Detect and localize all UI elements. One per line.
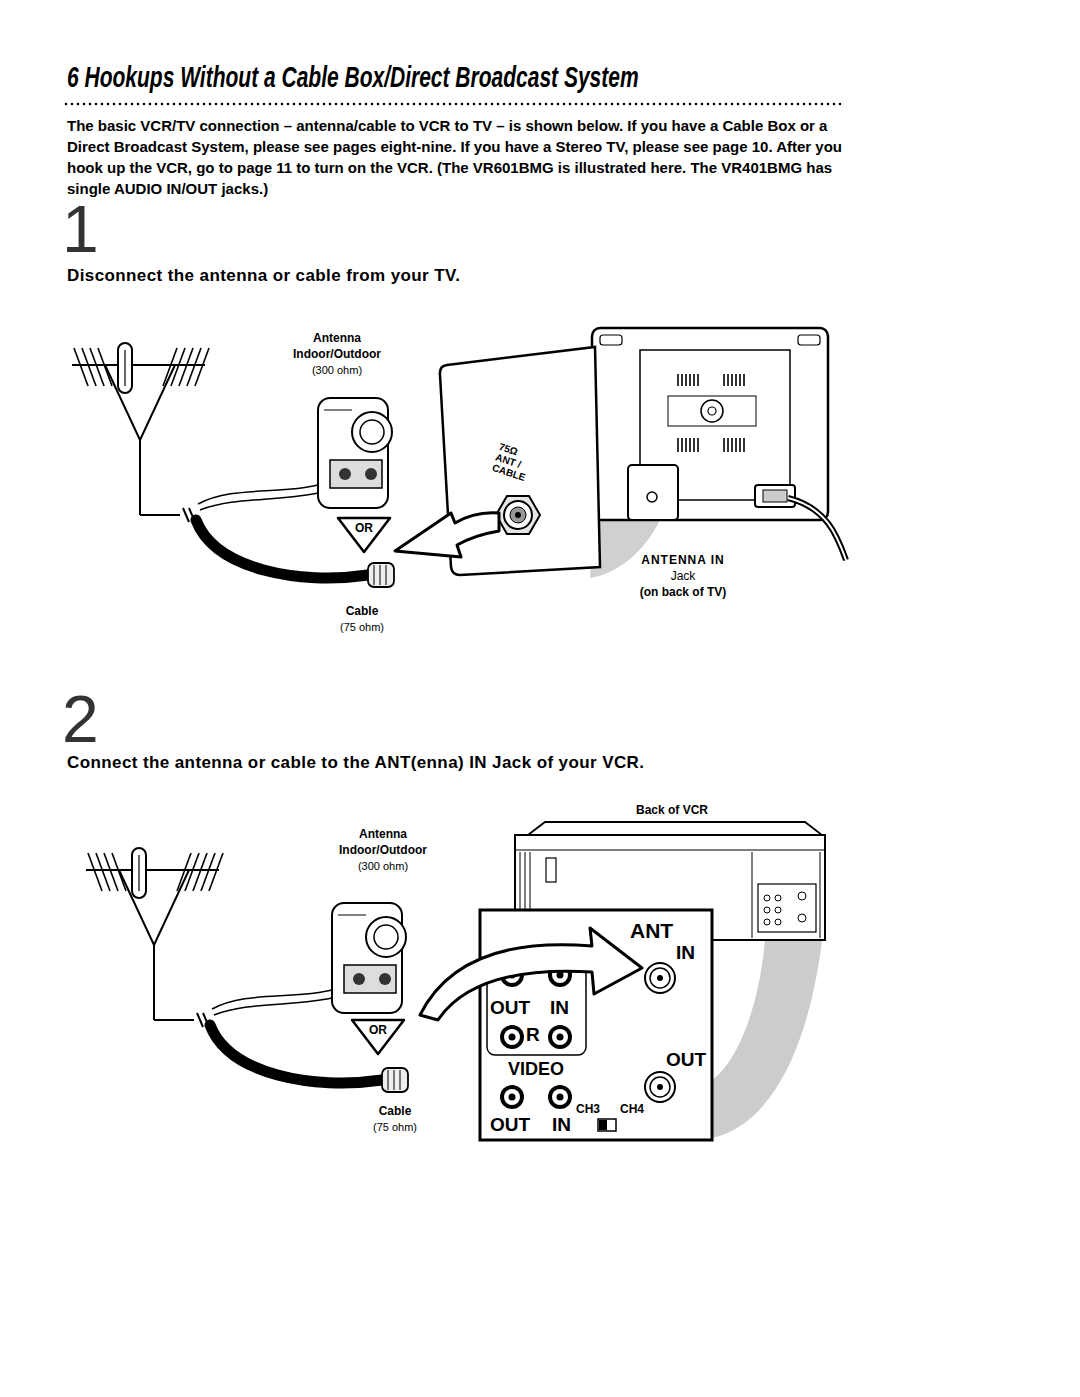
impedance-label: (75 ohm) xyxy=(315,1121,475,1134)
jack-pin xyxy=(515,512,521,518)
impedance-label: (75 ohm) xyxy=(282,621,442,634)
jack-label: IN xyxy=(552,1115,576,1136)
part-label: Indoor/Outdoor xyxy=(303,843,463,857)
jack-core xyxy=(510,507,526,523)
or-badge: OR xyxy=(350,1018,406,1056)
jack-label: VIDEO xyxy=(508,1060,580,1080)
impedance-label: (300 ohm) xyxy=(257,364,417,377)
tv-back xyxy=(592,328,828,520)
jack-label: ANT xyxy=(630,919,680,942)
jack-label: OUT xyxy=(490,1115,536,1136)
rca-jack xyxy=(548,1085,572,1109)
coax-jack xyxy=(645,963,675,993)
intro-text: The basic VCR/TV connection – antenna/ca… xyxy=(67,115,847,199)
jack-label: (on back of TV) xyxy=(593,585,773,599)
jack-label: IN xyxy=(676,943,700,964)
power-cord xyxy=(788,498,846,560)
or-label: OR xyxy=(350,1024,406,1037)
impedance-label: (300 ohm) xyxy=(303,860,463,873)
jack-ring xyxy=(504,501,532,529)
jack-label: R xyxy=(526,1025,544,1046)
rca-jack xyxy=(500,1085,524,1109)
vcr-jack-panel: ANTINOUTINROUTVIDEOOUTINCH3CH4 xyxy=(480,910,712,1140)
coax-jack xyxy=(645,1072,675,1102)
hex-nut xyxy=(496,496,540,534)
part-label: Cable xyxy=(282,604,442,618)
rca-jack xyxy=(548,1025,572,1049)
antenna-set xyxy=(86,848,408,1092)
step-number: 2 xyxy=(62,686,142,752)
jack-label: OUT xyxy=(490,998,536,1019)
rca-jack xyxy=(500,1025,524,1049)
part-label: Cable xyxy=(315,1104,475,1118)
part-label: Back of VCR xyxy=(582,803,762,817)
or-label: OR xyxy=(336,522,392,535)
jack-label: Jack xyxy=(593,569,773,583)
connect-arrow xyxy=(420,928,642,1020)
jack-label: CH4 xyxy=(620,1103,648,1116)
switch-knob xyxy=(599,1120,607,1130)
page-title: 6 Hookups Without a Cable Box/Direct Bro… xyxy=(67,60,639,94)
jack-label: IN xyxy=(550,998,576,1019)
channel-switch xyxy=(598,1119,616,1131)
part-label: Indoor/Outdoor xyxy=(257,347,417,361)
jack-label: CH3 xyxy=(576,1103,602,1116)
antenna-set xyxy=(72,343,394,587)
part-label: Antenna xyxy=(303,827,463,841)
step-heading: Disconnect the antenna or cable from you… xyxy=(67,266,787,286)
jack-label: OUT xyxy=(666,1050,710,1071)
or-badge: OR xyxy=(336,516,392,554)
shade xyxy=(712,940,822,1138)
step-number: 1 xyxy=(62,196,142,262)
jack-label: ANTENNA IN xyxy=(593,553,773,567)
dotted-rule xyxy=(66,103,846,106)
part-label: Antenna xyxy=(257,331,417,345)
antenna-jack-plate: 75Ω ANT / CABLE xyxy=(435,335,605,580)
step-heading: Connect the antenna or cable to the ANT(… xyxy=(67,753,827,773)
disconnect-arrow xyxy=(395,513,499,557)
